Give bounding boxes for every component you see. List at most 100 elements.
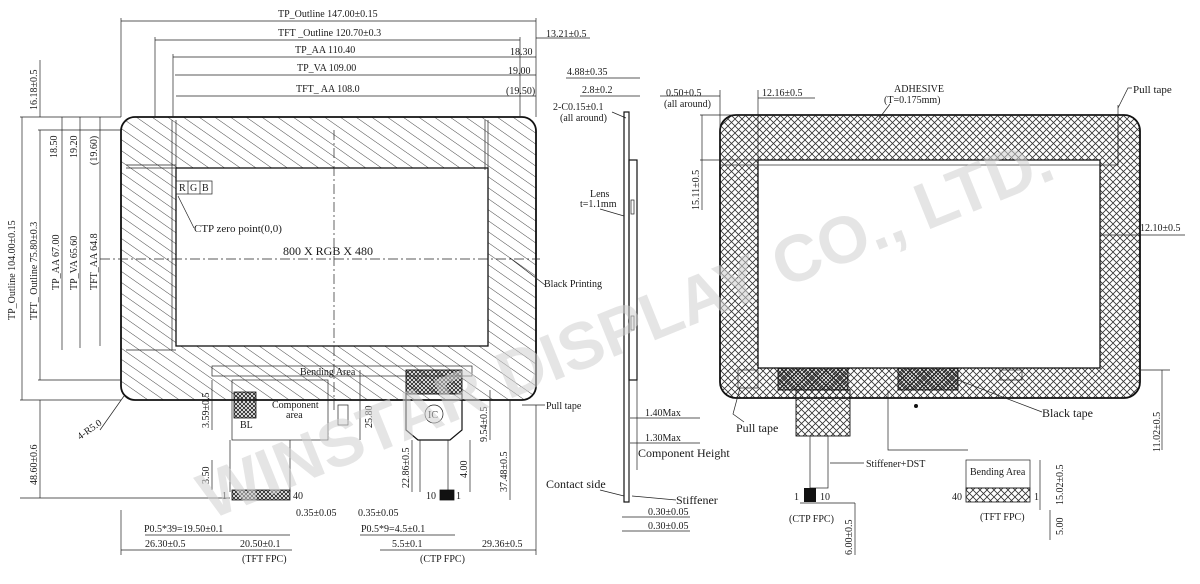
dim-0-30-a: 0.30±0.05 [648, 507, 689, 518]
rgb-g-label: G [190, 183, 197, 194]
tft-fpc-back-label: (TFT FPC) [980, 512, 1025, 523]
dim-19-00: 19.00 [508, 66, 531, 77]
lens-thickness-label: t=1.1mm [580, 199, 617, 210]
ic-label: IC [428, 410, 438, 421]
rgb-b-label: B [202, 183, 209, 194]
black-tape [897, 367, 959, 391]
dim-3-59: 3.59±0.5 [201, 393, 212, 429]
area-label: area [286, 410, 303, 421]
dim-26-30: 26.30±0.5 [145, 539, 186, 550]
tft-pin-1: 1 [222, 491, 227, 502]
backlight-block [233, 391, 257, 419]
dim-3-50: 3.50 [201, 467, 212, 485]
dim-22-86: 22.86±0.5 [401, 448, 412, 489]
ctp-zero-label: CTP zero point(0,0) [194, 223, 282, 235]
dim-0-35-ctp: 0.35±0.05 [358, 508, 399, 519]
adhesive-label: ADHESIVE [894, 84, 944, 95]
dim-1-30: 1.30Max [645, 433, 681, 444]
dim-11-02: 11.02±0.5 [1152, 412, 1163, 452]
dim-0-50: 0.50±0.5 [666, 88, 702, 99]
dim-tft-outline-width: TFT _Outline 120.70±0.3 [278, 28, 381, 39]
dim-12-10: 12.10±0.5 [1140, 223, 1181, 234]
stiffener-side-label: Stiffener [676, 493, 718, 507]
bending-area-label: Bending Area [300, 367, 356, 378]
all-around-side-label: (all around) [560, 113, 607, 124]
dim-9-54: 9.54±0.5 [479, 407, 490, 443]
pull-tape-front-label: Pull tape [546, 401, 582, 412]
dim-18-30: 18.30 [510, 47, 533, 58]
dim-0-30-b: 0.30±0.05 [648, 521, 689, 532]
dim-tft-aa-height: TFT_AA 64.8 [89, 233, 100, 290]
dim-12-16: 12.16±0.5 [762, 88, 803, 99]
black-printing-label: Black Printing [544, 279, 602, 290]
radius-label: 4-R5.0 [75, 418, 104, 443]
pull-tape-top-label: Pull tape [1133, 84, 1172, 96]
bending-area-back-label: Bending Area [970, 467, 1026, 478]
chamfer-label: 2-C0.15±0.1 [553, 102, 604, 113]
all-around-back-label: (all around) [664, 99, 711, 110]
back-view: 0.50±0.5 (all around) 12.16±0.5 ADHESIVE… [660, 84, 1185, 555]
dim-16-18: 16.18±0.5 [29, 70, 40, 111]
ctp-fpc-label: (CTP FPC) [420, 554, 465, 565]
dim-15-02: 15.02±0.5 [1055, 465, 1066, 506]
dim-6-00: 6.00±0.5 [844, 520, 855, 556]
dim-0-35-tft: 0.35±0.05 [296, 508, 337, 519]
dim-15-11: 15.11±0.5 [691, 170, 702, 210]
ctp-fpc-back-label: (CTP FPC) [789, 514, 834, 525]
component-height-label: Component Height [638, 446, 730, 460]
dim-4-88: 4.88±0.35 [567, 67, 608, 78]
tft-connector-back [965, 487, 1031, 503]
dim-tp-outline-width: TP_Outline 147.00±0.15 [278, 9, 378, 20]
dim-tp-outline-height: TP_Outline 104.00±0.15 [7, 220, 18, 320]
dim-tp-va-height: TP_VA 65.60 [69, 236, 80, 290]
tft-fpc-label: (TFT FPC) [242, 554, 287, 565]
resolution-label: 800 X RGB X 480 [283, 244, 373, 258]
ctp-pin-1: 1 [456, 491, 461, 502]
back-window [757, 159, 1101, 369]
ctp-back-pin-1: 1 [794, 492, 799, 503]
dim-19-60: (19.60) [89, 136, 100, 165]
tft-pin-40: 40 [293, 491, 303, 502]
tft-fpc-connector [231, 489, 291, 501]
rgb-r-label: R [179, 183, 186, 194]
dim-4-00: 4.00 [459, 461, 470, 479]
tft-back-pin-40: 40 [952, 492, 962, 503]
dim-19-20: 19.20 [69, 136, 80, 159]
dim-29-36: 29.36±0.5 [482, 539, 523, 550]
dim-tft-aa-width: TFT_ AA 108.0 [296, 84, 360, 95]
contact-side-label: Contact side [546, 477, 606, 491]
ctp-connector-back [804, 488, 816, 502]
dim-18-50: 18.50 [49, 136, 60, 159]
tft-back-pin-1: 1 [1034, 492, 1039, 503]
stiffener-dst-label: Stiffener+DST [866, 459, 925, 470]
component-label: Component [272, 400, 319, 411]
adhesive-thickness-label: (T=0.175mm) [884, 95, 940, 106]
ctp-flex-back [795, 389, 851, 437]
ctp-fpc-connector [439, 489, 455, 501]
dim-pitch-ctp: P0.5*9=4.5±0.1 [361, 524, 425, 535]
ctp-stiffener [405, 369, 463, 395]
dim-19-50: (19.50) [506, 86, 535, 97]
dim-tp-aa-height: TP_AA 67.00 [51, 234, 62, 290]
dim-5-5: 5.5±0.1 [392, 539, 423, 550]
dim-20-50: 20.50±0.1 [240, 539, 281, 550]
front-view: R G B CTP zero point(0,0) 800 X RGB X 48… [7, 9, 602, 565]
pull-tape-bottom-label: Pull tape [736, 421, 778, 435]
stiffener-back [777, 367, 849, 391]
dim-tp-va-width: TP_VA 109.00 [297, 63, 356, 74]
dim-13-21: 13.21±0.5 [546, 29, 587, 40]
lens-label: Lens [590, 189, 610, 200]
dim-1-40: 1.40Max [645, 408, 681, 419]
dim-2-8: 2.8±0.2 [582, 85, 613, 96]
dim-48-60: 48.60±0.6 [29, 445, 40, 486]
side-view: 4.88±0.35 2.8±0.2 2-C0.15±0.1 (all aroun… [546, 67, 730, 532]
dim-37-48: 37.48±0.5 [499, 452, 510, 493]
black-tape-label: Black tape [1042, 406, 1093, 420]
ctp-back-pin-10: 10 [820, 492, 830, 503]
bl-label: BL [240, 420, 253, 431]
dim-5-00: 5.00 [1055, 518, 1066, 536]
dim-tft-outline-height: TFT_ Outline 75.80±0.3 [29, 222, 40, 320]
dim-25-80: 25.80 [364, 406, 375, 429]
tft-active-area [175, 167, 489, 347]
